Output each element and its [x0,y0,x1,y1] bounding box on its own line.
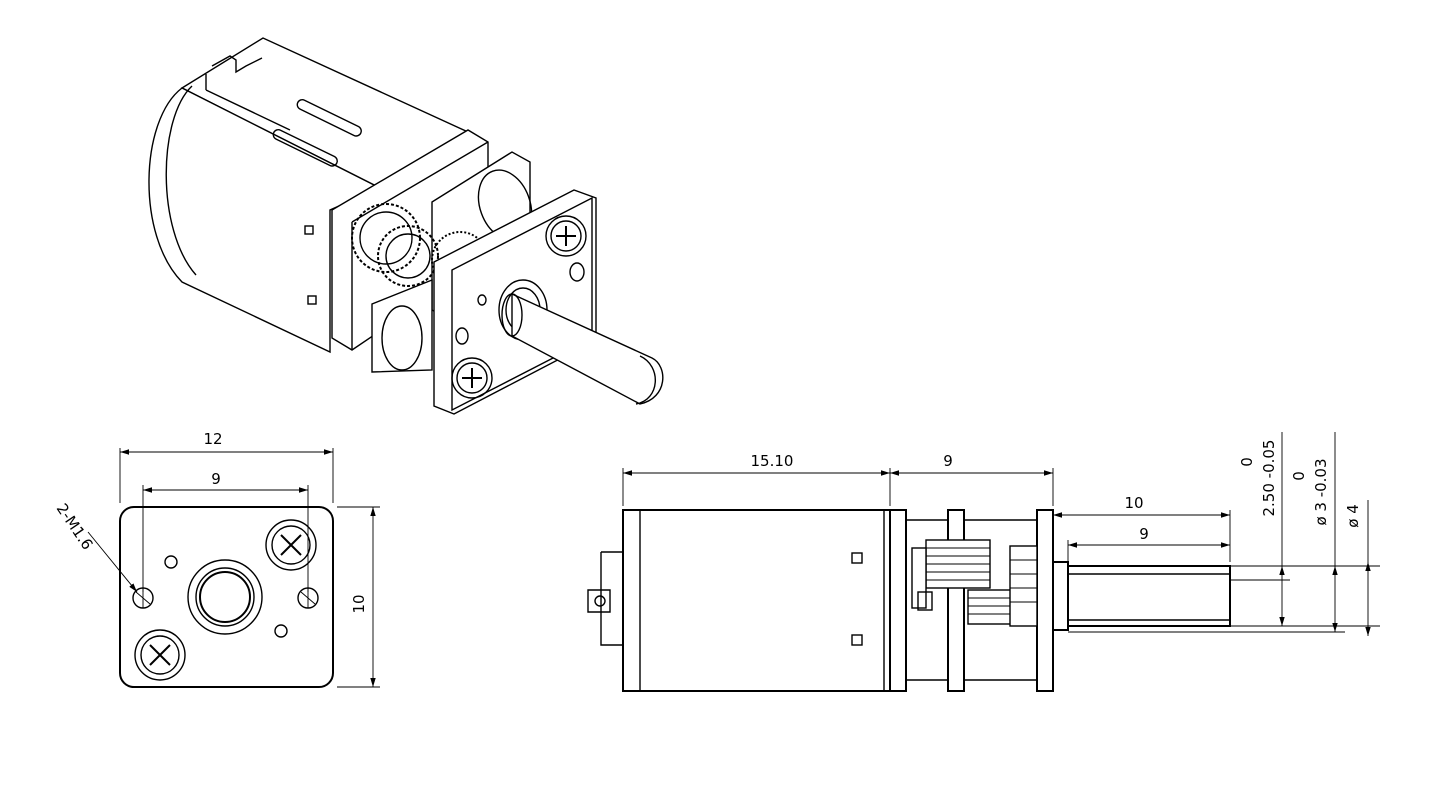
dim-flat-length-label: 9 [1139,525,1149,543]
side-view: 15.10 9 10 9 0 2.50 -0.05 0 ø 3 -0.03 ø … [587,432,1380,692]
small-hole [274,624,288,638]
front-plate-outline [119,506,334,688]
gear-plate [1036,509,1054,692]
dim-flat-tolerance-upper: 0 [1238,457,1256,467]
dim-shaft-diameter-label: ø 3 -0.03 [1312,458,1330,525]
mounting-screw [134,629,186,681]
shaft-boss [187,559,263,635]
dim-gearbox-length-label: 9 [943,452,953,470]
dim-width-label: 12 [203,430,222,448]
dim-flat-label: 2.50 -0.05 [1260,440,1278,517]
isometric-view [148,37,664,415]
dim-hole-pitch-label: 9 [211,470,221,488]
gear-plate [889,509,907,692]
gear-plate [947,509,965,692]
thread-callout: 2-M1.6 [53,500,97,553]
dim-motor-length-label: 15.10 [751,452,794,470]
dim-shaft-length-label: 10 [1124,494,1143,512]
mounting-screw [265,519,317,571]
dim-shaft-tolerance-upper: 0 [1290,471,1308,481]
motor-body [622,509,891,692]
dim-height-label: 10 [350,594,368,613]
front-view: 12 9 10 2-M1.6 [53,430,380,688]
small-hole [164,555,178,569]
dim-boss-diameter-label: ø 4 [1344,504,1362,528]
